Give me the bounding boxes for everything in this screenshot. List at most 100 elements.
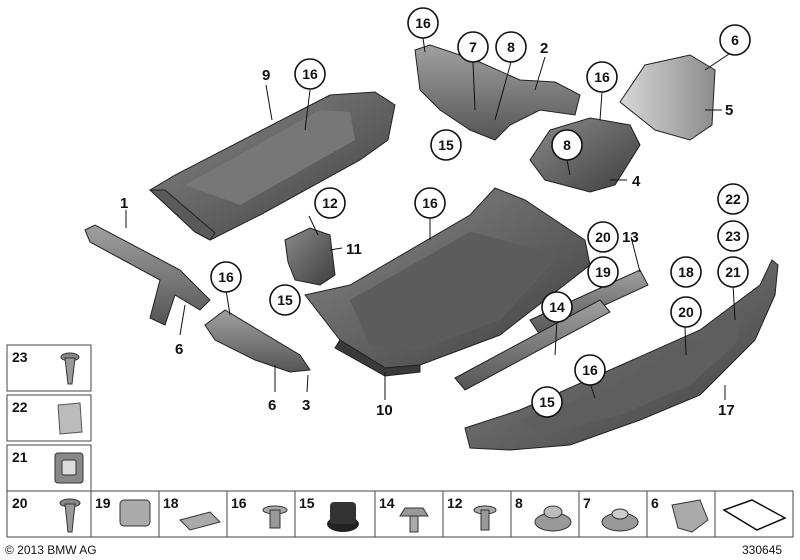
callout-12: 12	[314, 187, 346, 219]
callout-14: 14	[541, 291, 573, 323]
clip-icon	[119, 499, 151, 527]
callout-15-part11: 15	[269, 284, 301, 316]
svg-text:16: 16	[594, 69, 610, 85]
svg-text:16: 16	[415, 15, 431, 31]
legend-row: 20 19 18 16 15	[6, 490, 794, 538]
label-part-10: 10	[376, 402, 393, 419]
label-part-6-mid: 6	[268, 397, 276, 414]
legend-cell-16: 16	[226, 490, 296, 538]
legend-cell-20: 20	[6, 490, 92, 538]
legend-cell-23: 23	[6, 344, 92, 392]
svg-text:7: 7	[469, 39, 477, 55]
callout-19: 19	[587, 256, 619, 288]
part-10-main-panel	[304, 187, 591, 377]
svg-text:6: 6	[731, 32, 739, 48]
pad-icon	[179, 511, 221, 531]
direction-arrow-icon	[722, 499, 787, 531]
callout-8-part4: 8	[551, 129, 583, 161]
svg-text:14: 14	[379, 495, 395, 511]
nut-icon	[601, 508, 639, 532]
svg-text:15: 15	[539, 394, 555, 410]
svg-text:8: 8	[563, 137, 571, 153]
diagram-number: 330645	[742, 543, 782, 557]
callout-16-part9: 16	[294, 58, 326, 90]
label-part-4: 4	[632, 173, 641, 190]
legend-cell-6: 6	[646, 490, 716, 538]
svg-text:12: 12	[447, 495, 463, 511]
svg-text:21: 21	[12, 449, 28, 465]
grommet-icon	[54, 452, 84, 484]
svg-text:8: 8	[507, 39, 515, 55]
plug-icon	[327, 502, 359, 532]
screw-icon	[60, 352, 80, 385]
label-part-2: 2	[540, 40, 548, 57]
legend-cell-18: 18	[158, 490, 228, 538]
part-9-underbody-panel	[148, 91, 396, 241]
callout-16-part10: 16	[414, 187, 446, 219]
legend-cell-8: 8	[510, 490, 580, 538]
svg-text:23: 23	[12, 349, 28, 365]
part-5-panel	[619, 54, 716, 141]
label-part-17: 17	[718, 402, 735, 419]
label-part-13: 13	[622, 229, 639, 246]
label-part-3: 3	[302, 397, 310, 414]
svg-text:22: 22	[12, 399, 28, 415]
callout-8-top: 8	[495, 31, 527, 63]
svg-text:19: 19	[595, 264, 611, 280]
legend-cell-21: 21	[6, 444, 92, 492]
part-4-panel	[529, 117, 641, 193]
svg-text:15: 15	[299, 495, 315, 511]
callout-15-part2: 15	[430, 129, 462, 161]
svg-text:22: 22	[725, 191, 741, 207]
svg-text:8: 8	[515, 495, 523, 511]
screw-icon	[473, 505, 497, 531]
callout-21: 21	[717, 256, 749, 288]
svg-text:6: 6	[651, 495, 659, 511]
legend-cell-19: 19	[90, 490, 160, 538]
callout-22: 22	[717, 183, 749, 215]
part-1-bracket	[84, 224, 211, 326]
pad-icon	[57, 402, 83, 435]
callout-18: 18	[670, 256, 702, 288]
callout-16-part17: 16	[574, 354, 606, 386]
callout-20-lower: 20	[670, 296, 702, 328]
label-part-5: 5	[725, 102, 733, 119]
legend-cell-15: 15	[294, 490, 376, 538]
callout-20-upper: 20	[587, 221, 619, 253]
svg-text:16: 16	[582, 362, 598, 378]
part-3-cover	[204, 309, 311, 373]
expanding-rivet-icon	[262, 505, 288, 529]
svg-text:7: 7	[583, 495, 591, 511]
svg-text:21: 21	[725, 264, 741, 280]
svg-text:16: 16	[231, 495, 247, 511]
svg-text:15: 15	[438, 137, 454, 153]
part-11-bracket	[284, 227, 336, 286]
svg-text:18: 18	[678, 264, 694, 280]
label-part-11: 11	[346, 241, 362, 258]
svg-text:23: 23	[725, 228, 741, 244]
callout-15-part14: 15	[531, 386, 563, 418]
clip-nut-icon	[671, 499, 709, 533]
nut-icon	[534, 505, 572, 532]
copyright: © 2013 BMW AG	[5, 543, 97, 557]
callout-7: 7	[457, 31, 489, 63]
part-14-strip	[454, 299, 611, 391]
svg-text:18: 18	[163, 495, 179, 511]
legend-cell-12: 12	[442, 490, 512, 538]
part-2-bracket	[414, 44, 581, 141]
lead-lines	[125, 37, 736, 400]
svg-text:20: 20	[595, 229, 611, 245]
svg-text:14: 14	[549, 299, 565, 315]
callout-23: 23	[717, 220, 749, 252]
legend-cell-7: 7	[578, 490, 648, 538]
svg-text:16: 16	[218, 269, 234, 285]
legend-cell-22: 22	[6, 394, 92, 442]
label-part-9: 9	[262, 67, 270, 84]
svg-text:15: 15	[277, 292, 293, 308]
legend-cell-direction	[714, 490, 794, 538]
callout-16-part4: 16	[586, 61, 618, 93]
label-part-6-left: 6	[175, 341, 183, 358]
svg-text:20: 20	[12, 495, 28, 511]
svg-text:19: 19	[95, 495, 111, 511]
